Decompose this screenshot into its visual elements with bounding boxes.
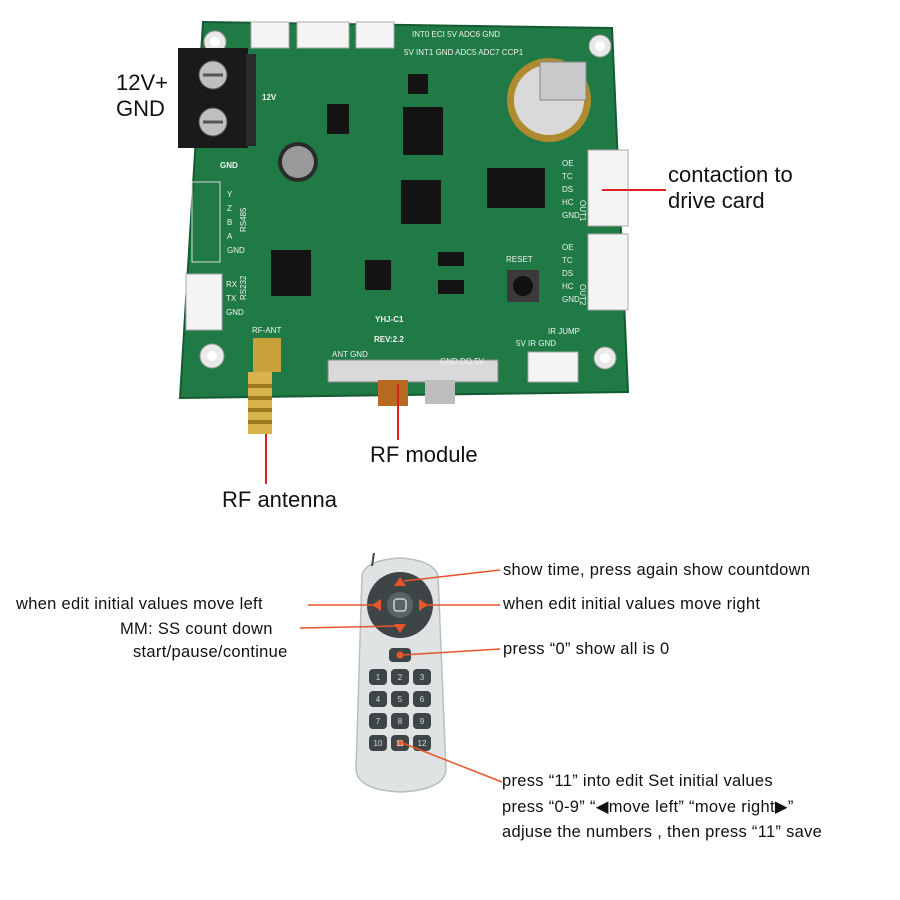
mounting-holes (199, 30, 617, 370)
ir-connector (527, 351, 579, 383)
key-3-button[interactable]: 3 (413, 669, 431, 685)
silkscreen-labels: YHJ-C1 REV:2.2 GND 12V RESET RF-ANT INT0… (220, 30, 587, 366)
key-12-button[interactable]: 12 (413, 735, 431, 751)
arrow-right-icon[interactable] (419, 599, 428, 611)
silk-rs232: RS232 (239, 275, 248, 300)
key-label: 11 (396, 739, 405, 748)
rs485-pin-label: Y (227, 190, 233, 199)
key-5-button[interactable]: 5 (391, 691, 409, 707)
rf-antenna-connector (248, 338, 281, 434)
key-label: 1 (376, 673, 381, 682)
annotation-right: when edit initial values move right (503, 595, 761, 613)
rs232-pin-label: GND (226, 308, 244, 317)
rs485-pin-label: GND (227, 246, 245, 255)
silk-gnd: GND (220, 161, 238, 170)
power-label-gnd: GND (116, 96, 165, 121)
out2-pin-label: DS (562, 269, 573, 278)
out2-pin-label: HC (562, 282, 574, 291)
arrow-left-icon[interactable] (372, 599, 381, 611)
key-2-button[interactable]: 2 (391, 669, 409, 685)
annotation-down-line2: start/pause/continue (133, 643, 288, 661)
out1-pin-label: TC (562, 172, 573, 181)
board-leader-lines (265, 189, 666, 484)
annotation-up: show time, press again show countdown (503, 561, 811, 579)
top-connectors (250, 21, 395, 49)
key-label: 2 (398, 673, 403, 682)
silk-header-bottom: 5V INT1 GND ADC5 ADC7 CCP1 (404, 48, 524, 57)
comm-connectors (185, 181, 223, 331)
rs232-pin-label: RX (226, 280, 238, 289)
key-label: 5 (398, 695, 403, 704)
dpad-center-button[interactable] (387, 592, 413, 618)
silk-reset: RESET (506, 255, 533, 264)
rs485-pin-label: Z (227, 204, 232, 213)
key-label: 3 (420, 673, 425, 682)
silk-rf-header-right: GND DO 5V (440, 357, 485, 366)
rf-antenna-label: RF antenna (222, 487, 337, 512)
silk-out1: OUT1 (578, 200, 587, 222)
key-7-button[interactable]: 7 (369, 713, 387, 729)
silk-12v: 12V (262, 93, 277, 102)
silk-rev: REV:2.2 (374, 335, 404, 344)
out1-pin-label: OE (562, 159, 574, 168)
silk-ir-jump: IR JUMP (548, 327, 580, 336)
key-label: 9 (420, 717, 425, 726)
remote-leader-lines (299, 569, 503, 783)
electrolytic-capacitor (278, 142, 318, 182)
silk-ir-header: 5V IR GND (516, 339, 556, 348)
key-label: 10 (374, 739, 383, 748)
rs485-pin-label: B (227, 218, 232, 227)
key-9-button[interactable]: 9 (413, 713, 431, 729)
annotation-eleven-line2: press “0-9” “◀move left” “move right▶” (502, 798, 794, 816)
key-label: 8 (398, 717, 403, 726)
rf-module-header (327, 359, 499, 406)
reset-button (507, 270, 539, 302)
out2-pin-label: OE (562, 243, 574, 252)
output-connectors (587, 149, 629, 311)
out2-pin-label: TC (562, 256, 573, 265)
key-1-button[interactable]: 1 (369, 669, 387, 685)
silk-model: YHJ-C1 (375, 315, 404, 324)
rs485-pin-label: A (227, 232, 233, 241)
annotation-zero: press “0” show all is 0 (503, 640, 670, 658)
silk-rs485: RS485 (239, 207, 248, 232)
key-6-button[interactable]: 6 (413, 691, 431, 707)
silk-rf-header-left: ANT GND (332, 350, 368, 359)
key-label: 7 (376, 717, 381, 726)
key-8-button[interactable]: 8 (391, 713, 409, 729)
key-10-button[interactable]: 10 (369, 735, 387, 751)
out2-pin-label: GND (562, 295, 580, 304)
out1-pin-label: HC (562, 198, 574, 207)
arrow-up-icon[interactable] (394, 577, 406, 586)
coin-battery (507, 58, 591, 142)
annotation-eleven-line1: press “11” into edit Set initial values (502, 772, 773, 790)
key-label: 6 (420, 695, 425, 704)
silk-header-top: INT0 ECI 5V ADC6 GND (412, 30, 500, 39)
ic-chips (271, 74, 545, 296)
drive-label-line2: drive card (668, 188, 765, 213)
annotation-down-line1: MM: SS count down (120, 620, 273, 638)
key-4-button[interactable]: 4 (369, 691, 387, 707)
rs232-pin-label: TX (226, 294, 237, 303)
out1-pin-label: GND (562, 211, 580, 220)
key-label: 12 (418, 739, 427, 748)
key-11-button[interactable]: 11 (391, 735, 409, 751)
annotation-left: when edit initial values move left (16, 595, 263, 613)
power-terminal-block (178, 48, 256, 148)
key-label: 4 (376, 695, 381, 704)
drive-label-line1: contaction to (668, 162, 793, 187)
silk-out2: OUT2 (578, 284, 587, 306)
annotation-eleven-line3: adjuse the numbers , then press “11” sav… (502, 823, 823, 841)
power-label-12v: 12V+ (116, 70, 168, 95)
silk-rf-ant: RF-ANT (252, 326, 281, 335)
rf-module-label: RF module (370, 442, 478, 467)
out1-pin-label: DS (562, 185, 573, 194)
